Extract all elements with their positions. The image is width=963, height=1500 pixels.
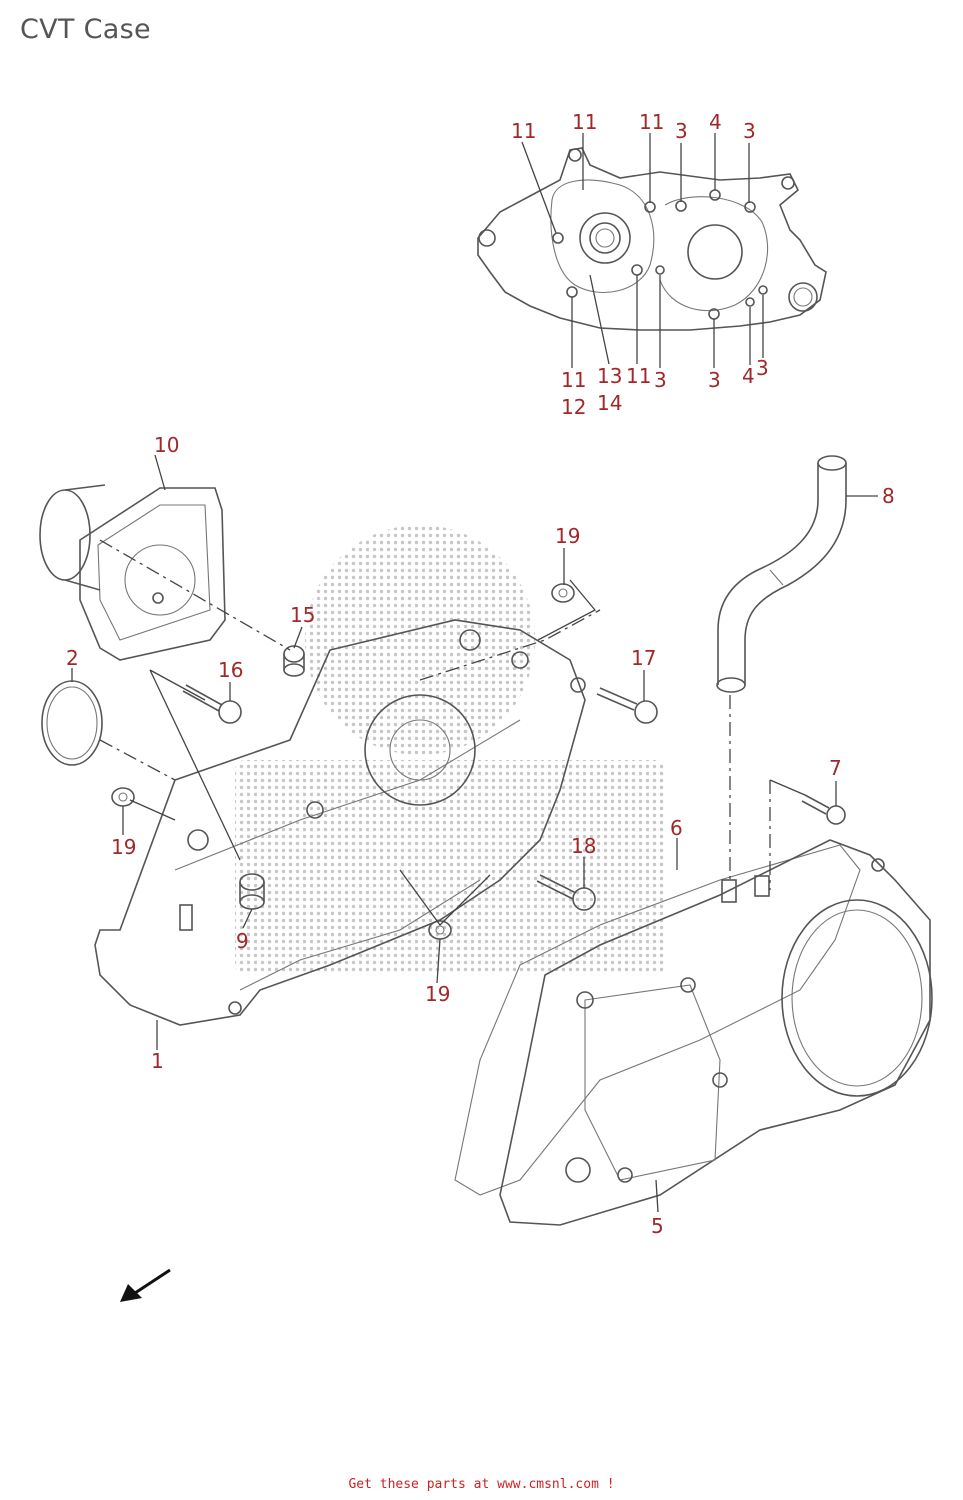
callout-11: 11: [572, 110, 597, 134]
part-15-dowel: [283, 645, 305, 677]
callout-8: 8: [882, 484, 895, 508]
part-1-cvt-case: [94, 619, 586, 1026]
callout-3: 3: [654, 368, 667, 392]
callout-11: 11: [511, 119, 536, 143]
part-16-bolt: [182, 684, 242, 724]
part-2-o-ring: [41, 680, 103, 766]
watermark-logo: [235, 525, 665, 975]
callout-11: 11: [639, 110, 664, 134]
part-19-nut-top: [551, 583, 575, 603]
page-title: CVT Case: [20, 14, 151, 45]
callout-3: 3: [756, 356, 769, 380]
part-10-cover: [39, 484, 226, 661]
callout-labels: 11 11 11 3 4 3 11 12 13 14 11 3 3 4 3 10…: [66, 110, 895, 1238]
part-19-nut-left: [111, 787, 135, 807]
callout-3: 3: [743, 119, 756, 143]
part-8-hose: [716, 455, 847, 693]
callout-18: 18: [571, 834, 596, 858]
callout-3: 3: [708, 368, 721, 392]
part-17-bolt: [596, 687, 658, 724]
callout-10: 10: [154, 433, 179, 457]
callout-4: 4: [742, 364, 755, 388]
direction-arrow-icon: [120, 1268, 171, 1302]
callout-leaders-top: [521, 133, 764, 368]
callout-1: 1: [151, 1049, 164, 1073]
callout-5: 5: [651, 1214, 664, 1238]
callout-15: 15: [290, 603, 315, 627]
callout-11: 11: [561, 368, 586, 392]
part-7-bolt: [801, 794, 846, 825]
callout-leaders-lower: [71, 454, 878, 1213]
part-5-outer-cover: [499, 839, 933, 1226]
callout-2: 2: [66, 646, 79, 670]
callout-16: 16: [218, 658, 243, 682]
callout-3: 3: [675, 119, 688, 143]
callout-17: 17: [631, 646, 656, 670]
callout-9: 9: [236, 929, 249, 953]
callout-13: 13: [597, 364, 622, 388]
part-6-gasket: [454, 844, 861, 1196]
crankcase-inner-view: [477, 147, 827, 331]
callout-19: 19: [555, 524, 580, 548]
callout-12: 12: [561, 395, 586, 419]
callout-7: 7: [829, 756, 842, 780]
callout-11: 11: [626, 364, 651, 388]
callout-4: 4: [709, 110, 722, 134]
callout-6: 6: [670, 816, 683, 840]
callout-14: 14: [597, 391, 622, 415]
callout-19: 19: [111, 835, 136, 859]
assembly-lines: [99, 539, 806, 926]
callout-19: 19: [425, 982, 450, 1006]
footer-link[interactable]: Get these parts at www.cmsnl.com !: [348, 1477, 615, 1492]
